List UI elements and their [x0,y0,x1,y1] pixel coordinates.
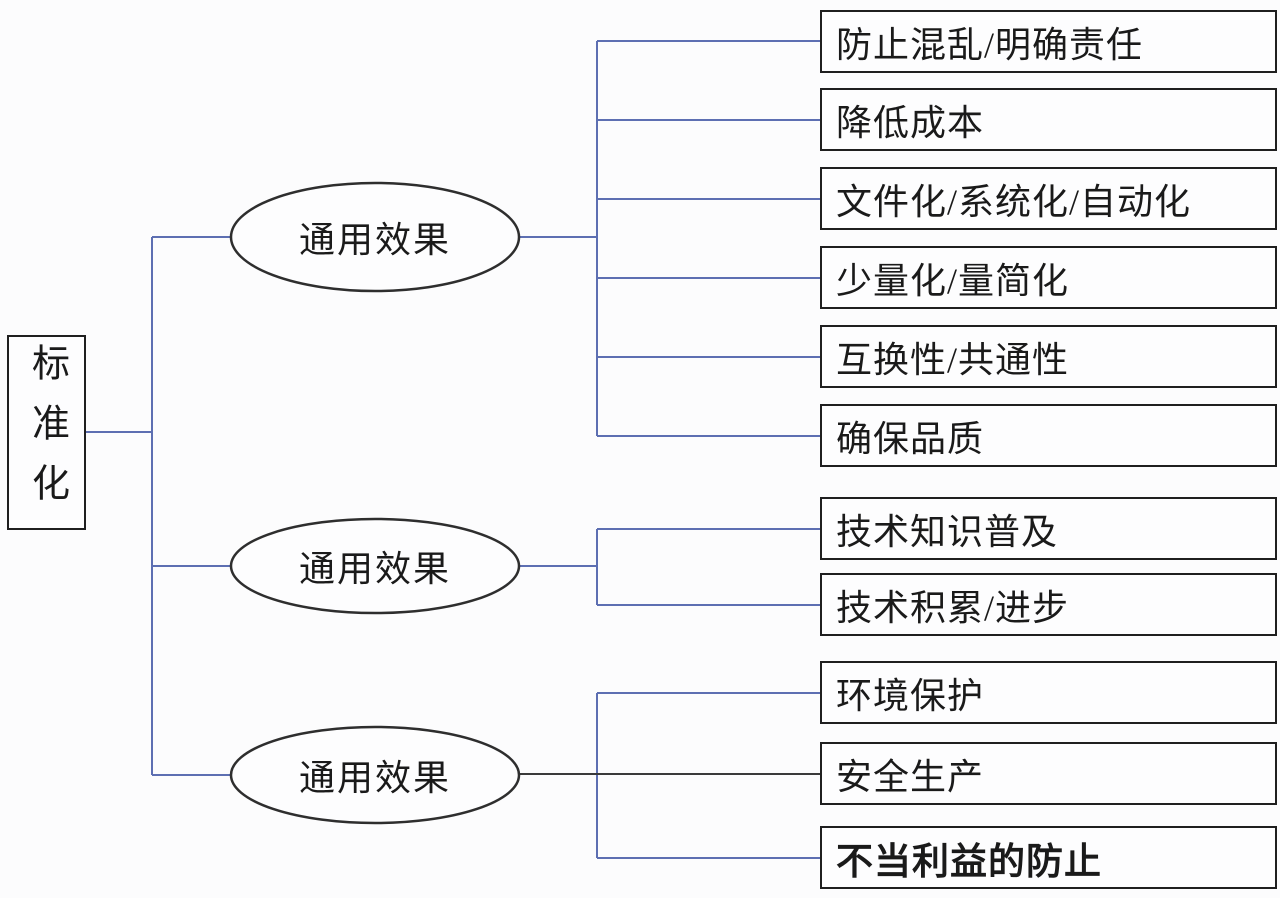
group-3-label: 通用效果 [298,758,451,798]
leaf-box-minimization: 少量化/量简化 [820,246,1277,309]
leaf-box-quality-assurance: 确保品质 [820,404,1277,467]
group-2-label: 通用效果 [298,549,451,589]
leaf-box-improper-gain-prevention: 不当利益的防止 [820,826,1277,889]
leaf-box-tech-accumulation: 技术积累/进步 [820,573,1277,636]
root-node: 标准化 [7,335,86,530]
group-2-ellipse [229,517,521,615]
leaf-box-knowledge-spread: 技术知识普及 [820,497,1277,560]
leaf-box-environment: 环境保护 [820,661,1277,724]
leaf-box-prevent-confusion: 防止混乱/明确责任 [820,10,1277,73]
leaf-box-interchangeability: 互换性/共通性 [820,325,1277,388]
root-label: 标准化 [25,342,68,523]
group-1-label: 通用效果 [298,220,451,260]
leaf-box-safe-production: 安全生产 [820,742,1277,805]
leaf-box-documentation: 文件化/系统化/自动化 [820,167,1277,230]
leaf-box-reduce-cost: 降低成本 [820,88,1277,151]
group-1-ellipse [229,181,521,293]
group-3-ellipse [229,725,521,825]
